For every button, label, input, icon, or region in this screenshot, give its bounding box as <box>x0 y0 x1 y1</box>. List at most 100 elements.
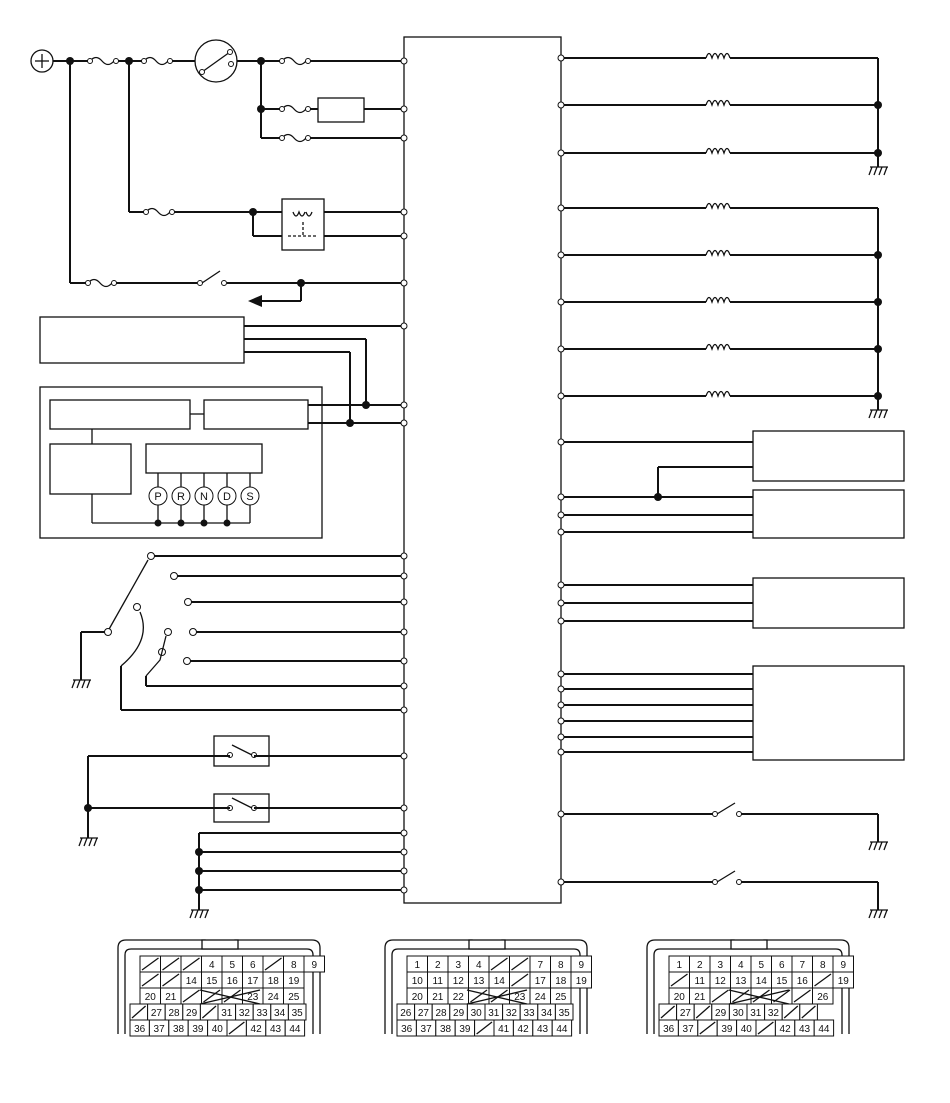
connector-pin-label: 32 <box>768 1008 780 1019</box>
connector-pin-label: 14 <box>756 976 768 987</box>
module-pin <box>557 810 565 818</box>
solenoid-coil-icon <box>564 296 878 305</box>
module-pin <box>557 149 565 157</box>
connector-pin-cell: 14 <box>750 971 772 989</box>
connector-pin-cell: 19 <box>832 971 854 989</box>
connector-pin-label: 35 <box>559 1008 571 1019</box>
rotary-selector-switch <box>80 552 401 711</box>
connector-pin-cell: 32 <box>502 1003 521 1021</box>
connector-pin-cell: 39 <box>187 1019 209 1037</box>
connector-pin-cell <box>791 987 813 1005</box>
module-pin <box>400 886 408 894</box>
right-module-1 <box>752 430 905 482</box>
connector-pin-cell: 14 <box>488 971 510 989</box>
connector-pin-label: 6 <box>779 960 785 971</box>
connector-pin-cell: 22 <box>447 987 469 1005</box>
connector-pin-label: 39 <box>192 1024 204 1035</box>
range-switch-label: R <box>177 491 185 503</box>
solenoid-coil-icon <box>564 390 878 399</box>
connector-pin-cell: 36 <box>129 1019 150 1037</box>
connector-pin-cell: 15 <box>771 971 793 989</box>
connector-pin-cell: 31 <box>746 1003 766 1021</box>
connector-pin-label: 7 <box>799 960 805 971</box>
connector-pin-label: 2 <box>697 960 703 971</box>
connector-pin-label: 19 <box>288 976 300 987</box>
connector-pin-label: 37 <box>421 1024 433 1035</box>
connector-pin-label: 22 <box>453 992 465 1003</box>
connector-pin-label: 34 <box>274 1008 286 1019</box>
connector-pin-label: 4 <box>209 960 215 971</box>
connector-pin-cell <box>709 987 731 1005</box>
connector-pin-label: 30 <box>733 1008 745 1019</box>
connector-pin-label: 5 <box>758 960 764 971</box>
connector-pin-label: 12 <box>453 976 465 987</box>
connector-pin-cell: 10 <box>406 971 428 989</box>
connector-pin-cell: 11 <box>689 971 711 989</box>
connector-pin-cell: 3 <box>709 955 731 973</box>
connector-pin-label: 2 <box>435 960 441 971</box>
connector-pin-label: 13 <box>473 976 485 987</box>
connector-pin-cell: 7 <box>529 955 551 973</box>
connector-pin-label: 10 <box>412 976 424 987</box>
connector-pin-label: 43 <box>537 1024 549 1035</box>
connector-pin-cell: 30 <box>466 1003 486 1021</box>
right-module-wiring <box>564 441 753 753</box>
solenoid-ground-wiring <box>874 58 882 410</box>
connector-pin-cell <box>509 971 531 989</box>
ignition-switch-icon <box>194 39 238 83</box>
module-pin <box>400 829 408 837</box>
right-module-2 <box>752 489 905 539</box>
connector-pin-cell: 40 <box>207 1019 228 1037</box>
connector-pin-cell <box>697 1019 718 1037</box>
connector-pin-cell <box>180 955 202 973</box>
module-pin <box>557 54 565 62</box>
module-pin <box>400 232 408 240</box>
connector-pin-label: 27 <box>680 1008 692 1019</box>
connector-pin-cell: 24 <box>262 987 284 1005</box>
connector-pin-cell: 4 <box>201 955 223 973</box>
connector-pin-label: 20 <box>412 992 424 1003</box>
connector-pin-label: 35 <box>292 1008 304 1019</box>
connector-pin-cell: 13 <box>730 971 752 989</box>
solenoid-coil-icon <box>564 343 878 352</box>
connector-pin-cell: 2 <box>427 955 449 973</box>
connector-pin-cell: 43 <box>532 1019 553 1037</box>
left-switches <box>84 735 401 838</box>
connector-pin-cell: 12 <box>447 971 469 989</box>
connector-pin-cell: 31 <box>484 1003 504 1021</box>
connector-pin-cell <box>226 1019 247 1037</box>
connector-pin-label: 43 <box>799 1024 811 1035</box>
connector-pin-label: 20 <box>674 992 686 1003</box>
connector-pin-cell: 25 <box>550 987 572 1005</box>
module-pin <box>557 599 565 607</box>
solenoid-group <box>564 52 878 399</box>
connector-pin-cell <box>812 971 834 989</box>
connector-pin-cell: 44 <box>284 1019 306 1037</box>
connector-pin-cell: 5 <box>221 955 243 973</box>
connector-pin-cell: 37 <box>677 1019 699 1037</box>
module-pin <box>557 251 565 259</box>
module-pin <box>557 392 565 400</box>
module-pin <box>400 628 408 636</box>
module-pin <box>557 878 565 886</box>
module-pin <box>557 528 565 536</box>
control-module <box>403 36 562 904</box>
connector-pin-cell: 17 <box>529 971 551 989</box>
connector-pin-label: 9 <box>840 960 846 971</box>
module-pin <box>400 57 408 65</box>
module-pin <box>557 101 565 109</box>
connector-pin-cell: 20 <box>139 987 161 1005</box>
module-pin <box>557 685 565 693</box>
module-pin <box>400 279 408 287</box>
connector-pin-cell: 18 <box>550 971 572 989</box>
connector-pin-cell: 28 <box>164 1003 184 1021</box>
connector-pin-label: 7 <box>537 960 543 971</box>
connector-pin-label: 18 <box>555 976 567 987</box>
module-pin <box>557 717 565 725</box>
connector-pin-label: 30 <box>471 1008 483 1019</box>
connector-pin-cell: 42 <box>774 1019 796 1037</box>
connector-pin-label: 23 <box>247 992 259 1003</box>
connector-pin-cell: 36 <box>396 1019 417 1037</box>
